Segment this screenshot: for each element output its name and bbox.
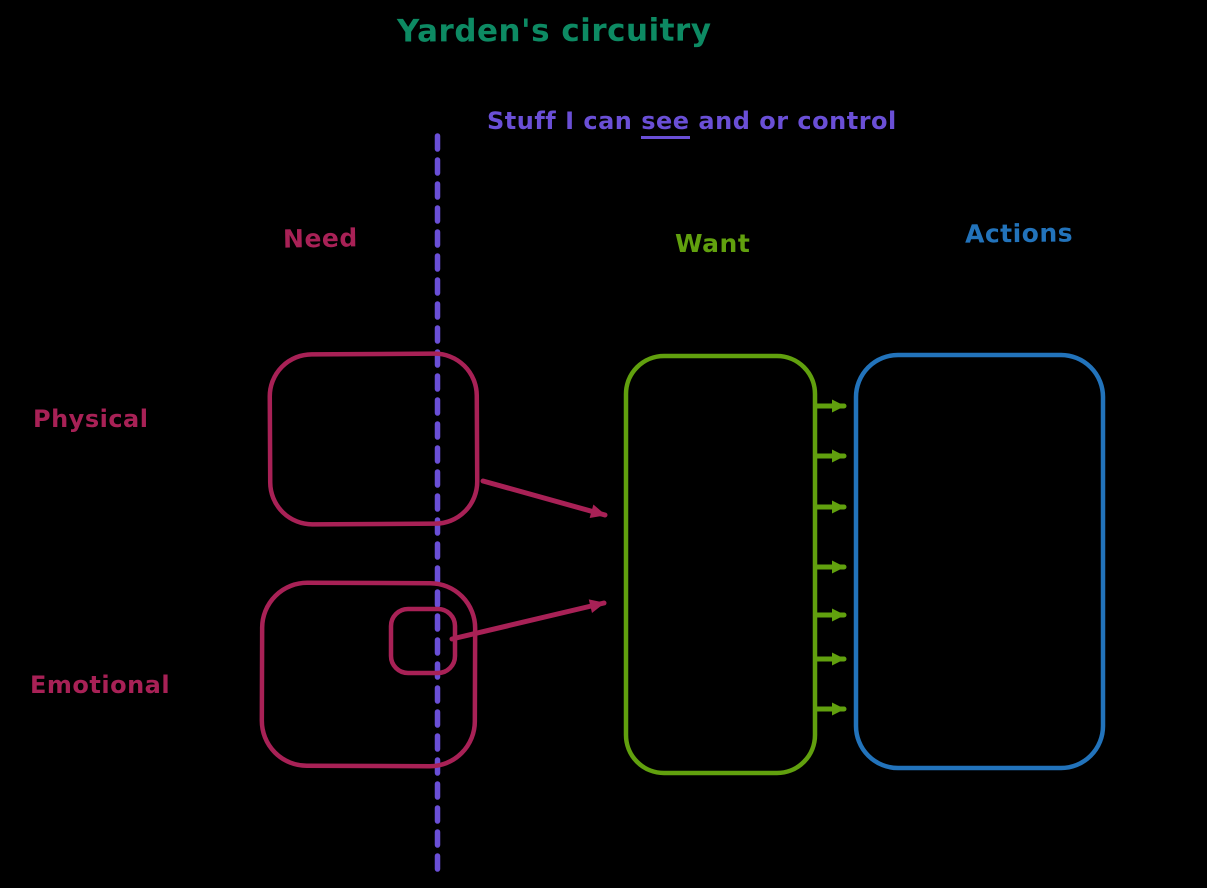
physical-row-label: Physical [33, 405, 149, 433]
diagram-title: Yarden's circuitry [396, 12, 712, 50]
physical-need-box [267, 351, 480, 527]
actions-column-label: Actions [964, 218, 1074, 249]
physical-to-want-arrow [480, 478, 608, 518]
emotional-to-want-arrow [449, 599, 607, 642]
emotional-row-label: Emotional [30, 671, 171, 699]
actions-box [853, 352, 1106, 771]
visibility-subtitle: Stuff I can see and or control [487, 107, 897, 139]
subtitle-prefix: Stuff I can [487, 107, 642, 135]
emotional-inner-need-box [388, 606, 458, 676]
want-box [623, 353, 818, 776]
want-column-label: Want [675, 229, 751, 258]
need-column-label: Need [282, 223, 358, 254]
subtitle-underlined-word: see [641, 107, 690, 139]
emotional-need-box [259, 580, 478, 769]
subtitle-suffix: and or control [689, 107, 897, 135]
